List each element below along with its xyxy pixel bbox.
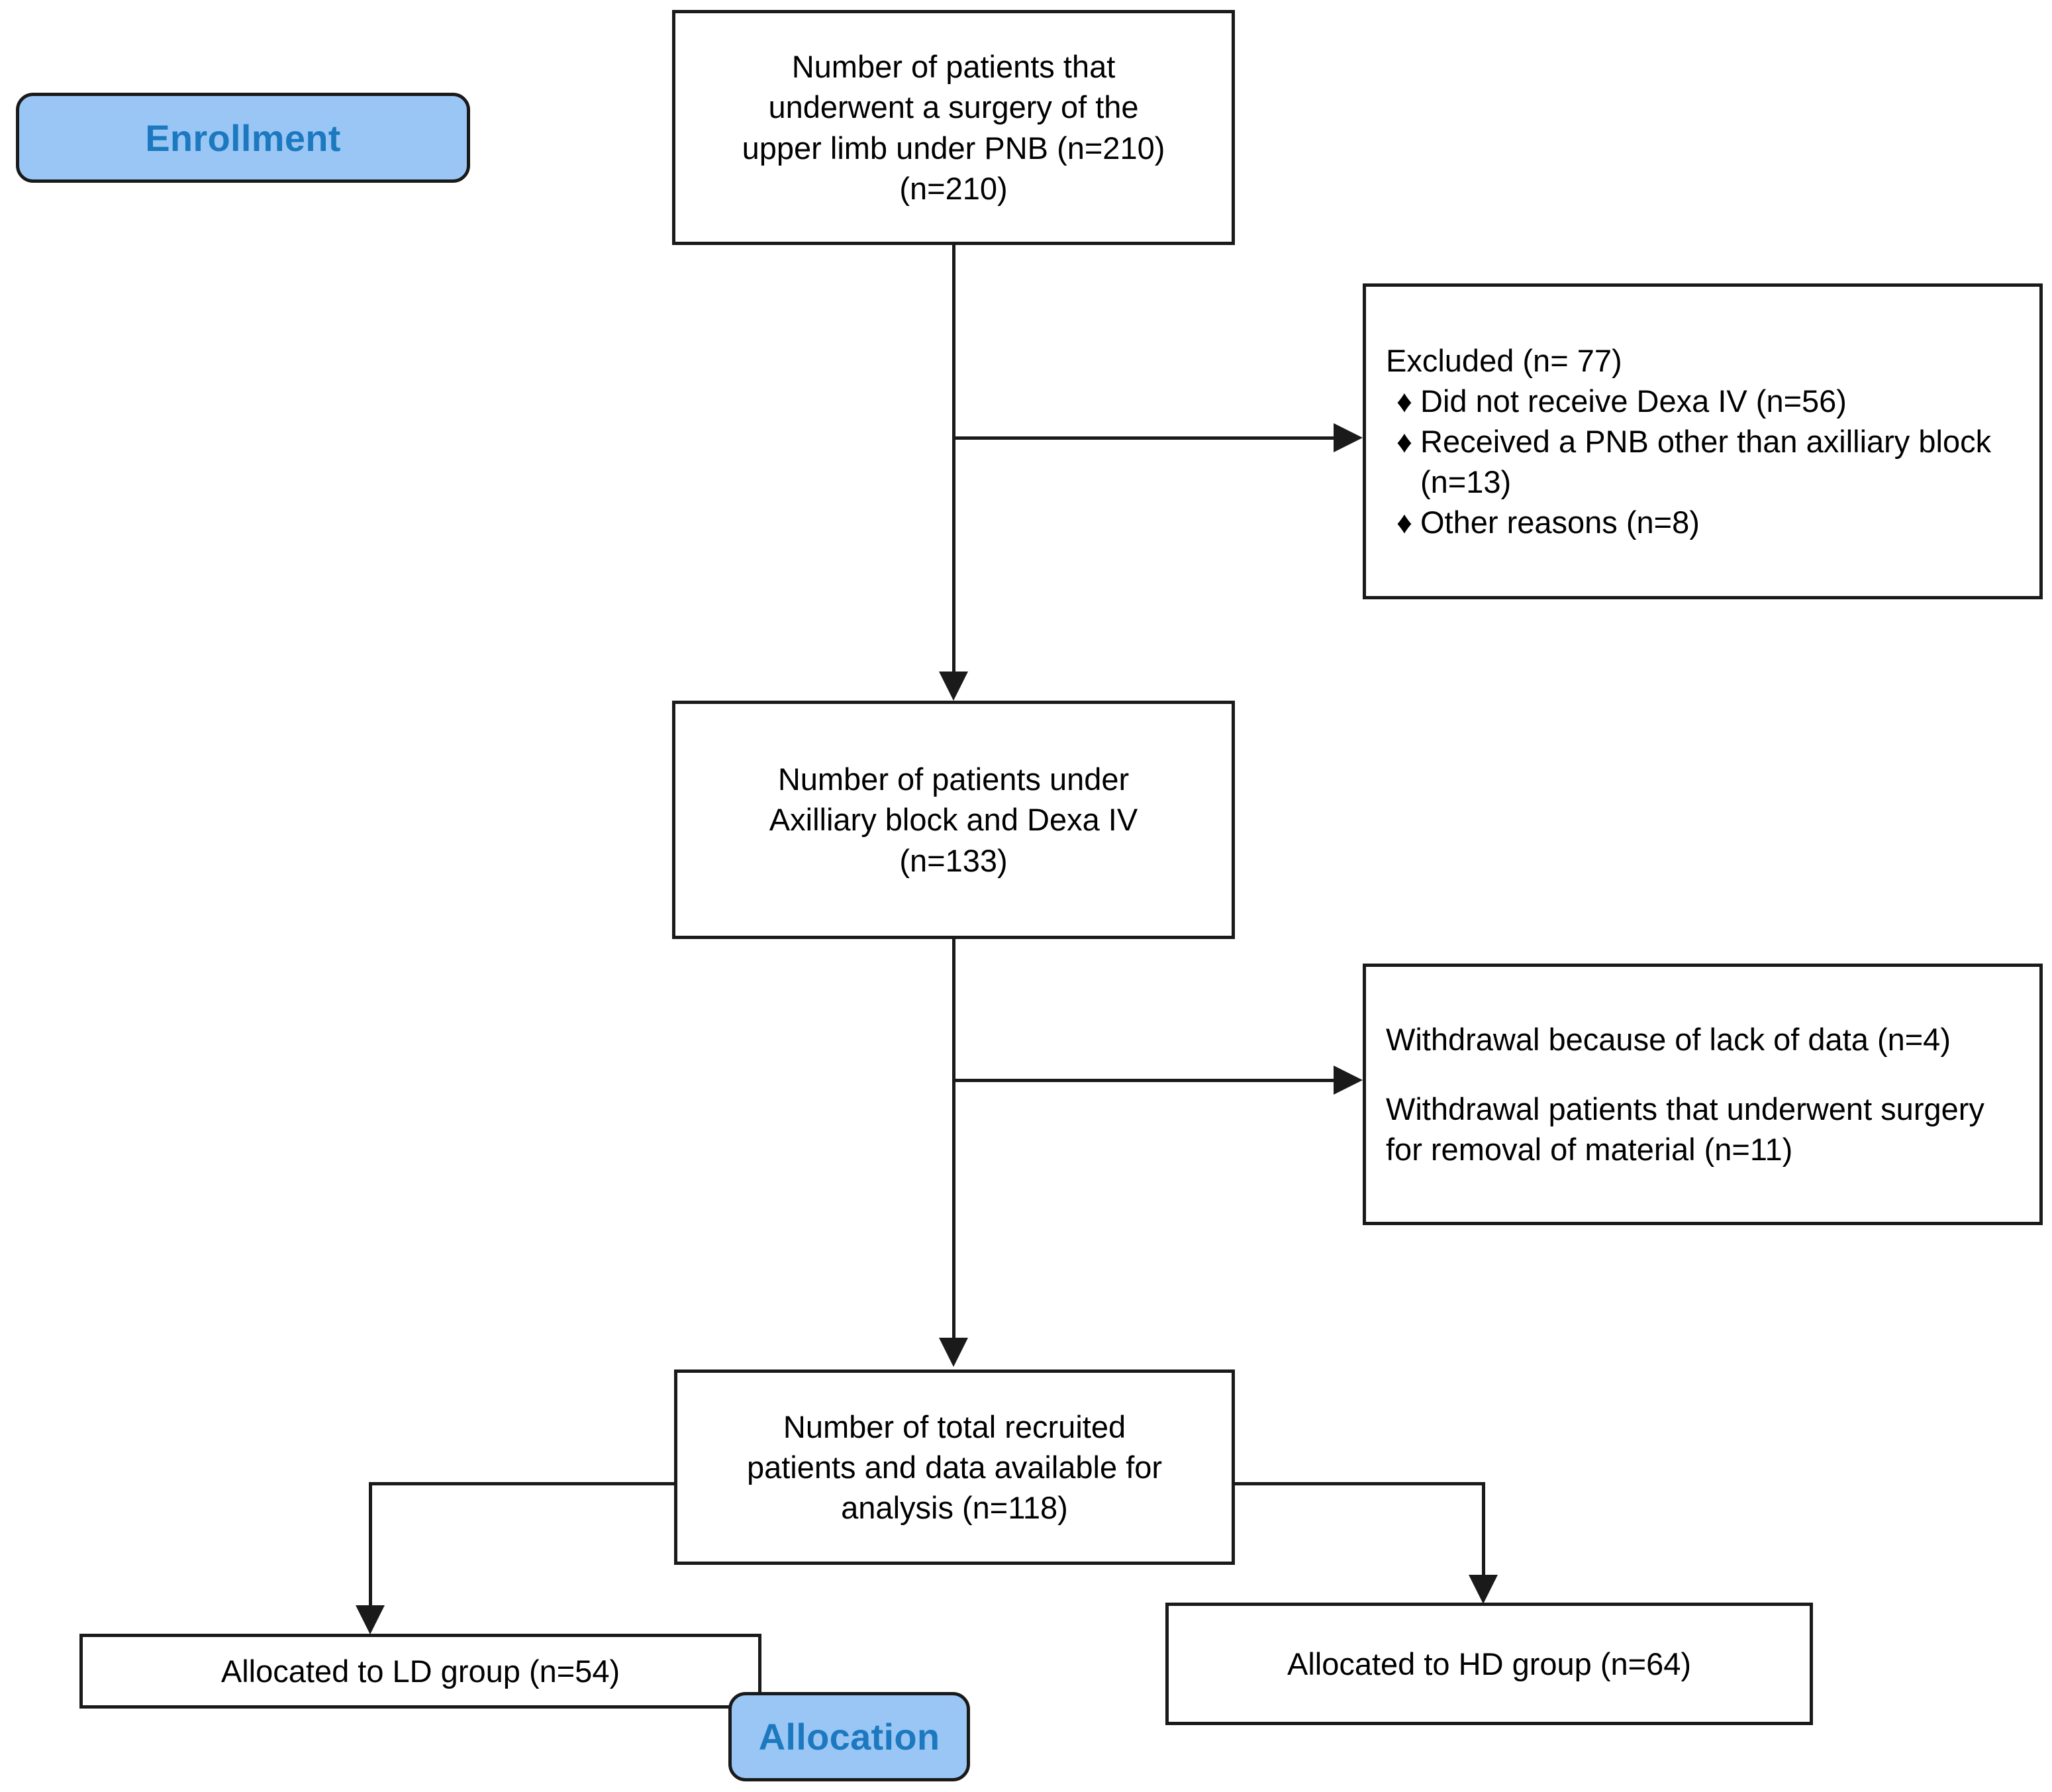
box-screened-line-2: underwent a surgery of the xyxy=(768,89,1139,125)
list-item: ♦ Other reasons (n=8) xyxy=(1386,502,2022,542)
connector-analysis-left-branch xyxy=(369,1482,677,1485)
connector-screened-to-eligible-stem xyxy=(952,245,955,681)
diamond-bullet-icon: ♦ xyxy=(1396,383,1412,419)
box-analysis-line-1: Number of total recruited xyxy=(783,1409,1126,1444)
stage-badge-enrollment-label: Enrollment xyxy=(145,117,341,159)
box-hd-group-label: Allocated to HD group (n=64) xyxy=(1287,1646,1692,1681)
stage-badge-allocation: Allocation xyxy=(728,1692,970,1781)
box-eligible-patients: Number of patients under Axilliary block… xyxy=(672,701,1235,939)
box-screened-line-4: (n=210) xyxy=(899,170,1008,206)
box-withdrawal-reason-1: Withdrawal because of lack of data (n=4) xyxy=(1386,1021,1951,1057)
connector-arrow-to-eligible xyxy=(939,672,968,701)
stage-badge-enrollment: Enrollment xyxy=(16,93,470,183)
diamond-bullet-icon: ♦ xyxy=(1396,423,1412,459)
box-ld-group-label: Allocated to LD group (n=54) xyxy=(220,1653,620,1689)
box-excluded: Excluded (n= 77) ♦ Did not receive Dexa … xyxy=(1363,283,2043,599)
box-excluded-heading: Excluded (n= 77) xyxy=(1386,342,1622,378)
box-withdrawal: Withdrawal because of lack of data (n=4)… xyxy=(1363,964,2043,1225)
connector-screened-to-excluded-branch xyxy=(952,436,1335,440)
box-analysis-line-3: analysis (n=118) xyxy=(841,1490,1068,1526)
box-excluded-reason-list: ♦ Did not receive Dexa IV (n=56) ♦ Recei… xyxy=(1386,381,2022,542)
box-eligible-line-1: Number of patients under xyxy=(777,762,1130,797)
box-withdrawal-spacer xyxy=(1386,1060,2022,1089)
connector-arrow-to-withdrawal xyxy=(1334,1066,1363,1095)
box-screened-line-3: upper limb under PNB (n=210) xyxy=(742,130,1165,166)
list-item: ♦ Received a PNB other than axilliary bl… xyxy=(1386,421,2022,502)
diamond-bullet-icon: ♦ xyxy=(1396,505,1412,540)
box-total-recruited: Number of total recruited patients and d… xyxy=(674,1369,1235,1565)
connector-arrow-to-ld-group xyxy=(356,1605,385,1634)
connector-analysis-right-branch xyxy=(1232,1482,1485,1485)
box-excluded-reason-1: Did not receive Dexa IV (n=56) xyxy=(1420,383,1847,419)
box-allocated-ld-group: Allocated to LD group (n=54) xyxy=(79,1634,761,1709)
connector-eligible-to-analysis-stem xyxy=(952,939,955,1340)
box-eligible-line-2: Axilliary block and Dexa IV xyxy=(769,802,1138,838)
connector-arrow-to-analysis xyxy=(939,1338,968,1367)
box-screened-patients: Number of patients that underwent a surg… xyxy=(672,10,1235,245)
list-item: ♦ Did not receive Dexa IV (n=56) xyxy=(1386,381,2022,421)
connector-arrow-to-hd-group xyxy=(1469,1575,1498,1604)
connector-analysis-left-drop xyxy=(369,1482,372,1608)
box-withdrawal-reason-2: Withdrawal patients that underwent surge… xyxy=(1386,1091,1984,1168)
box-analysis-line-2: patients and data available for xyxy=(746,1449,1163,1485)
connector-arrow-to-excluded xyxy=(1334,423,1363,452)
box-excluded-reason-2: Received a PNB other than axilliary bloc… xyxy=(1420,423,1992,500)
connector-analysis-right-drop xyxy=(1482,1482,1485,1577)
box-excluded-reason-3: Other reasons (n=8) xyxy=(1420,505,1700,540)
box-eligible-line-3: (n=133) xyxy=(899,842,1008,878)
box-screened-line-1: Number of patients that xyxy=(791,49,1116,85)
stage-badge-allocation-label: Allocation xyxy=(758,1716,940,1758)
connector-eligible-to-withdrawal-branch xyxy=(952,1079,1335,1082)
box-allocated-hd-group: Allocated to HD group (n=64) xyxy=(1165,1603,1813,1725)
